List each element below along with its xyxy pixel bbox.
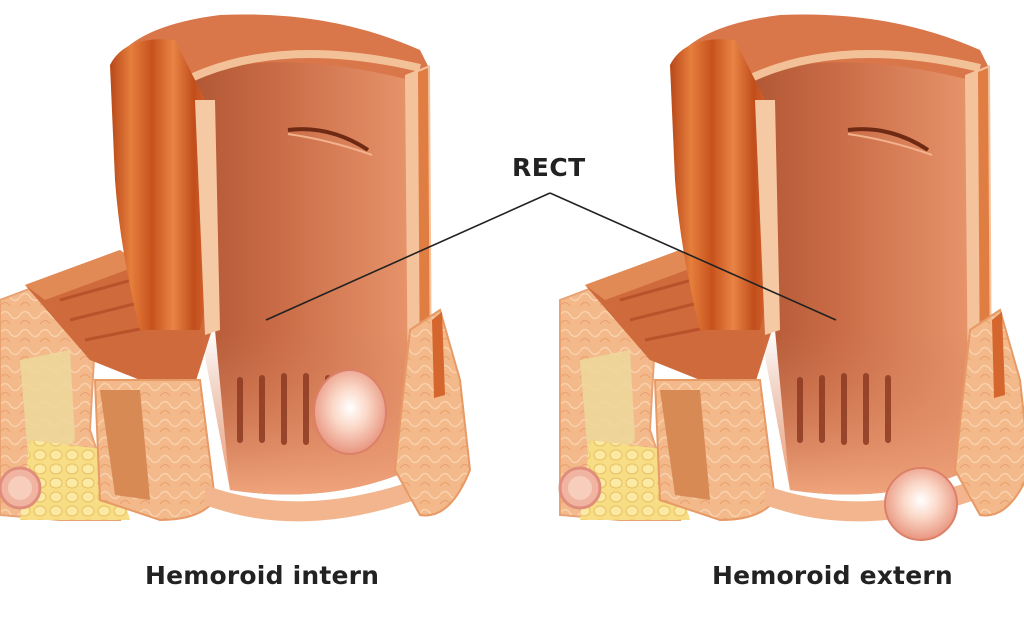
- external-hemorrhoid-caption: Hemoroid extern: [712, 561, 953, 590]
- rectum-cross-section-internal: [0, 14, 470, 521]
- internal-hemorrhoid: [313, 369, 387, 455]
- external-hemorrhoid: [884, 467, 958, 541]
- leader-line-left: [265, 192, 551, 321]
- leader-line-right: [549, 192, 837, 321]
- rectum-cross-section-external: [560, 14, 1024, 541]
- rectum-label: RECT: [512, 153, 586, 182]
- internal-hemorrhoid-caption: Hemoroid intern: [145, 561, 380, 590]
